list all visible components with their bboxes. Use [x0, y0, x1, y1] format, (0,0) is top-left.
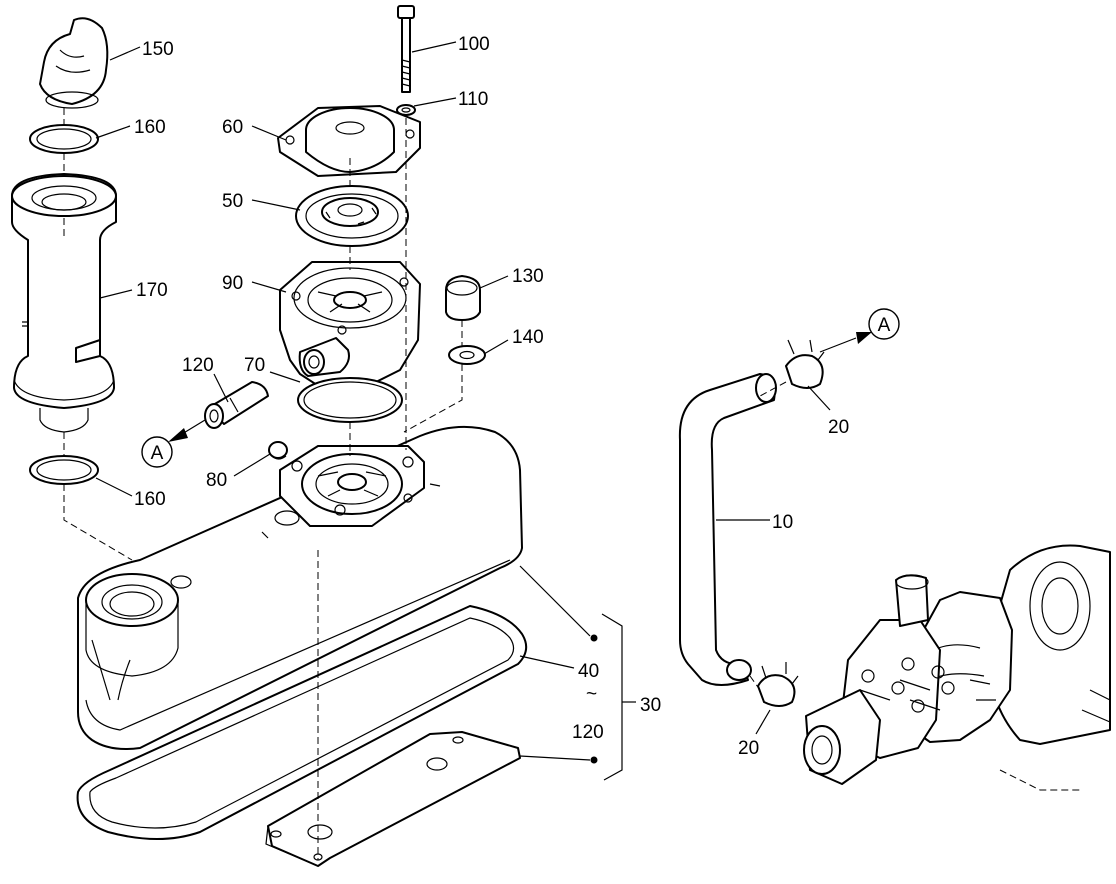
callout-130: 130	[512, 266, 544, 287]
flow-arrow-left	[168, 419, 206, 442]
callout-80: 80	[206, 470, 227, 491]
plug	[268, 441, 288, 460]
o-ring-70	[297, 377, 403, 423]
reference-mark-a-right: A	[868, 308, 900, 340]
callout-labels: 150 160 170 160 100 110 60 50 90 130 140…	[134, 34, 849, 759]
callout-30: 30	[640, 695, 661, 716]
hose-clamp-lower	[757, 662, 799, 707]
callout-60: 60	[222, 117, 243, 138]
washer	[396, 104, 416, 116]
breather-hose	[678, 373, 777, 686]
sealing-washer	[448, 345, 486, 365]
callout-70: 70	[244, 355, 265, 376]
callout-100: 100	[458, 34, 490, 55]
cap-nut	[445, 275, 481, 321]
hose-nipple	[204, 381, 269, 429]
reference-label-a-right: A	[878, 315, 891, 336]
callout-40: 40	[578, 661, 599, 682]
separator-cover	[277, 105, 421, 177]
bolt	[397, 5, 415, 93]
callout-50: 50	[222, 191, 243, 212]
filler-tube	[11, 173, 117, 433]
o-ring-bottom	[29, 455, 99, 485]
callout-170: 170	[136, 280, 168, 301]
callout-90: 90	[222, 273, 243, 294]
baffle-plate	[265, 731, 521, 867]
reference-label-a-left: A	[151, 443, 164, 464]
separator-housing	[279, 261, 421, 397]
hose-clamp-upper	[785, 339, 825, 389]
leader-lines	[95, 41, 831, 781]
callout-110: 110	[458, 89, 488, 110]
callout-20-upper: 20	[828, 417, 849, 438]
callout-160-top: 160	[134, 117, 166, 138]
cover-gasket	[76, 605, 528, 840]
rocker-cover	[77, 425, 523, 750]
o-ring-top	[29, 124, 99, 154]
callout-range-tilde: ~	[586, 684, 597, 705]
oil-filler-cap	[39, 17, 109, 109]
diaphragm	[295, 185, 409, 247]
reference-mark-a-left: A	[141, 436, 173, 468]
callout-150: 150	[142, 39, 174, 60]
assembly-centerlines	[63, 108, 787, 860]
callout-120-range: 120	[572, 722, 604, 743]
callout-160-bottom: 160	[134, 489, 166, 510]
callout-10: 10	[772, 512, 793, 533]
callout-120-nipple: 120	[182, 355, 214, 376]
engine-block	[803, 544, 1111, 791]
callout-20-lower: 20	[738, 738, 759, 759]
callout-140: 140	[512, 327, 544, 348]
flow-arrow-right	[819, 332, 872, 353]
